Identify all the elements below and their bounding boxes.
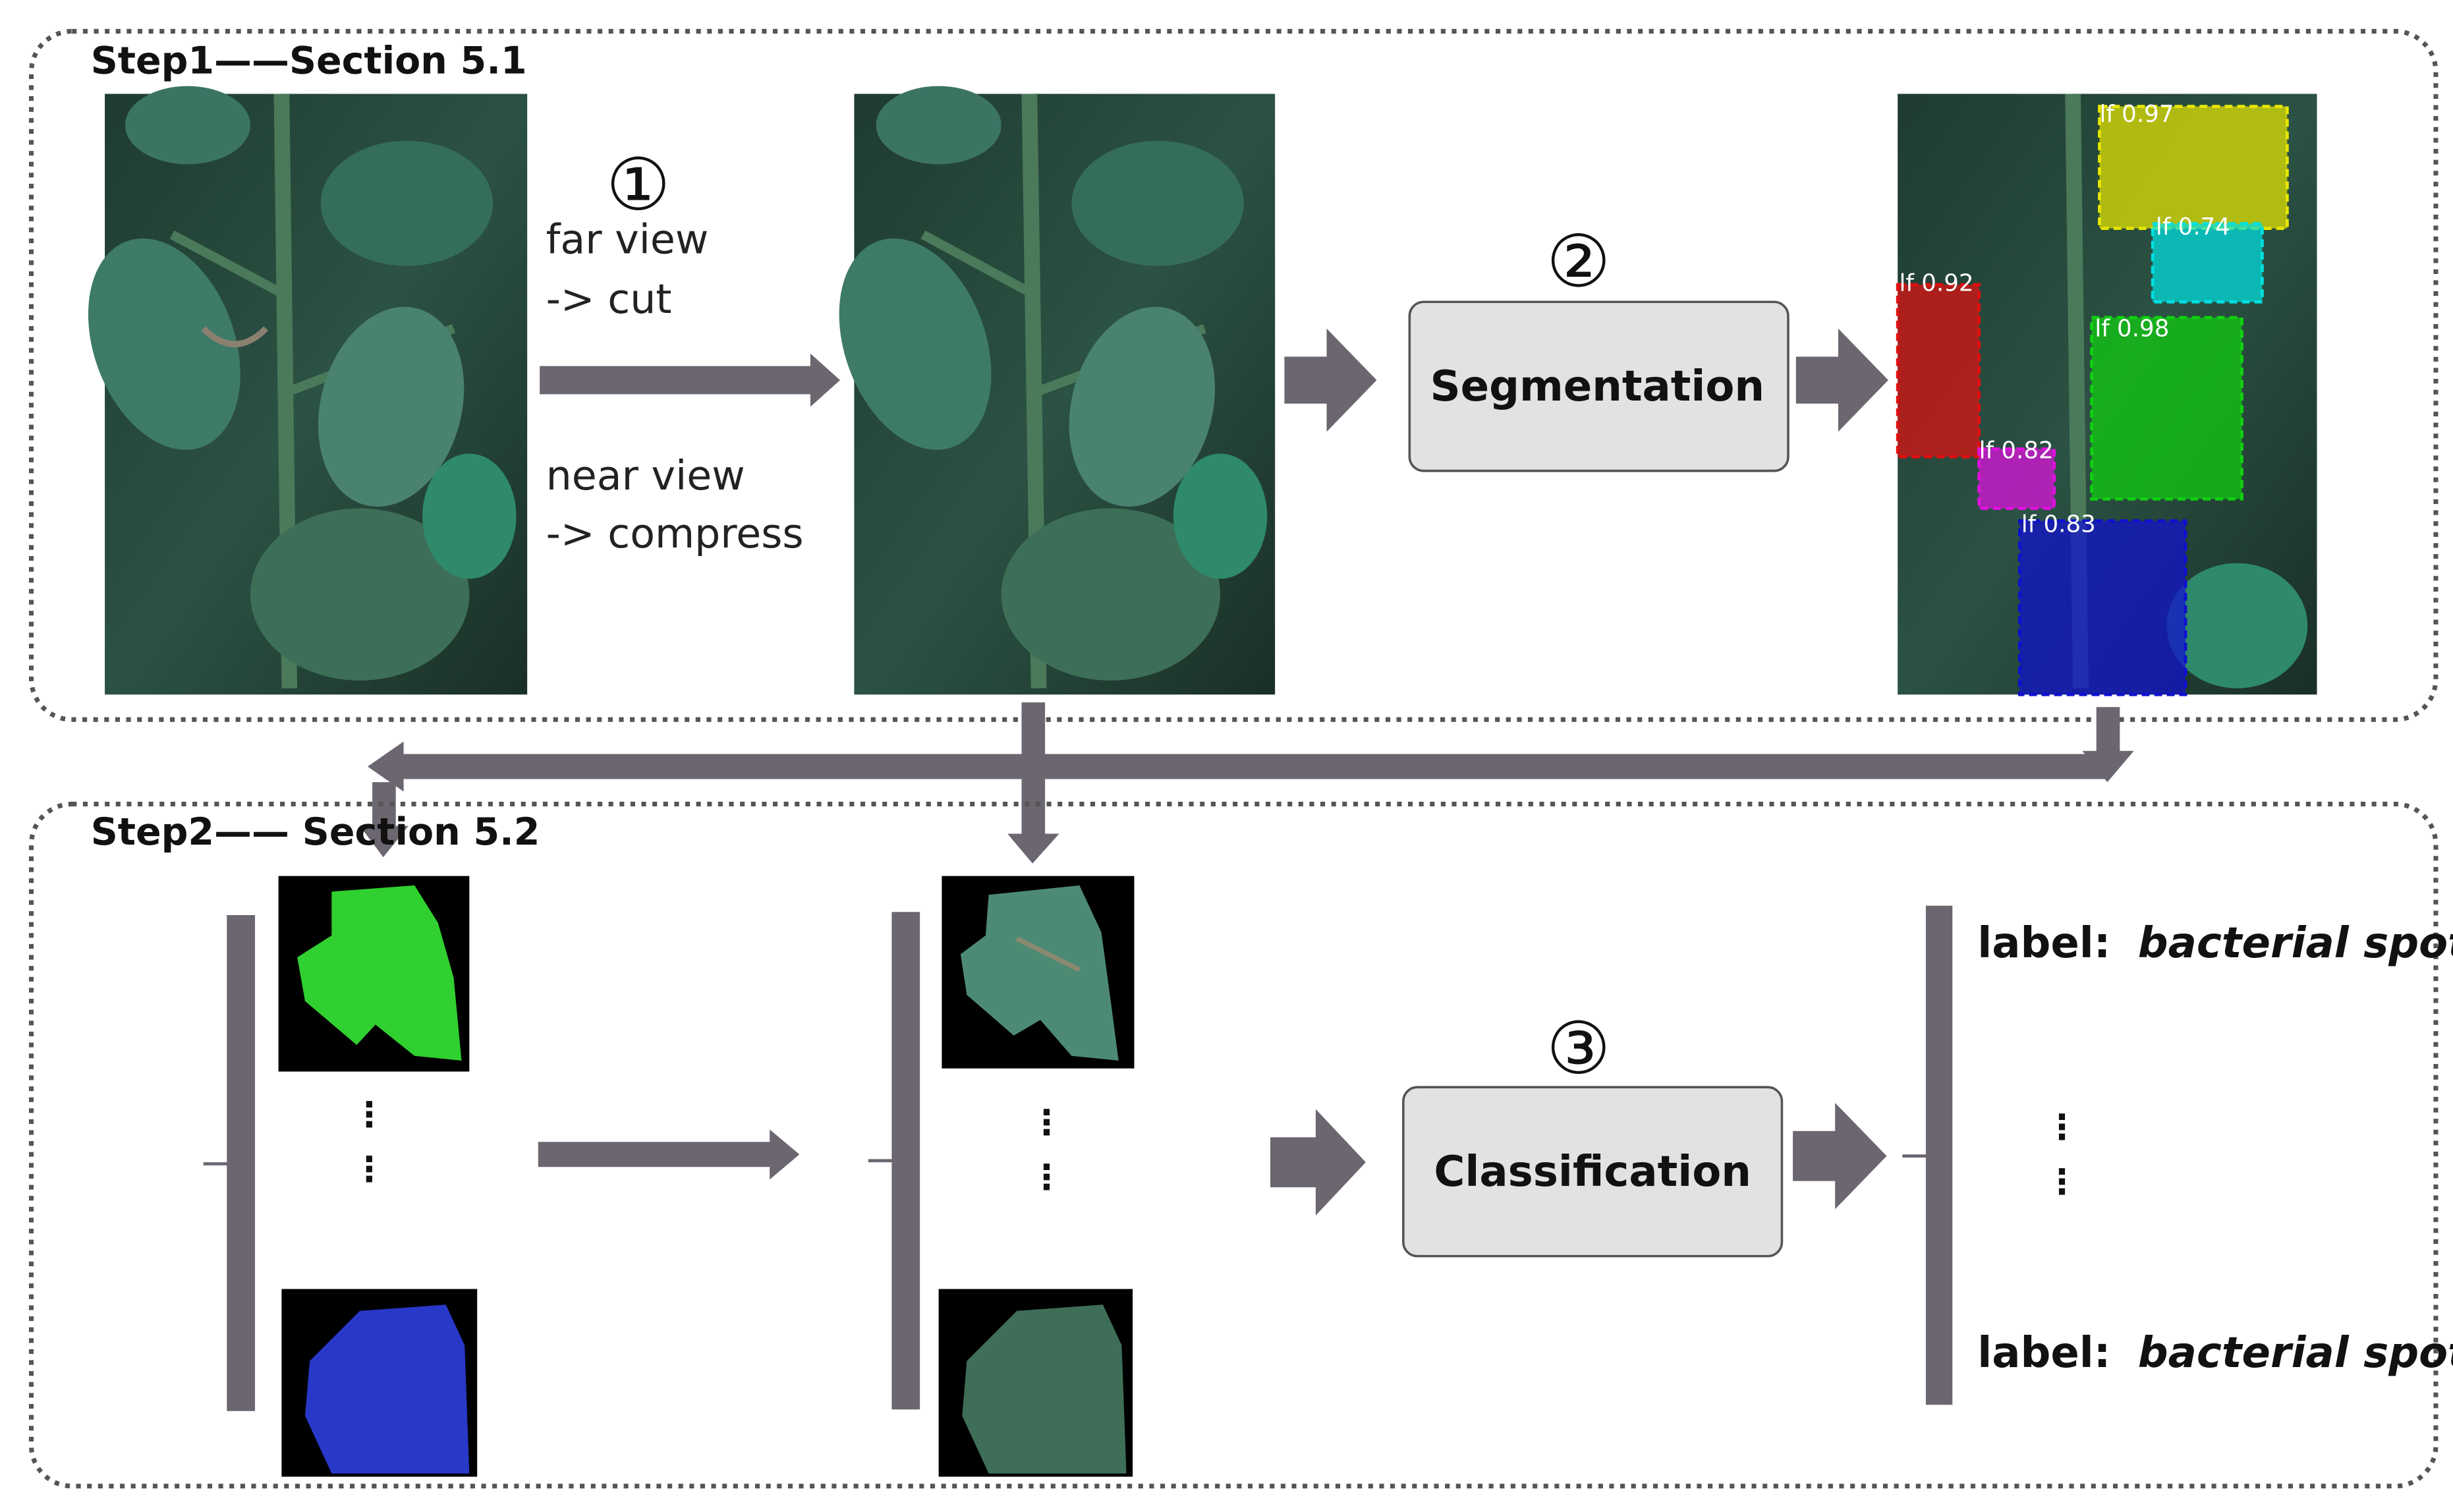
detection-mask-1	[2098, 105, 2289, 231]
step1-title: Step1——Section 5.1	[91, 40, 527, 83]
result-label-2: label: bacterial spot	[1977, 1329, 2453, 1378]
connector-horizontal	[367, 741, 2109, 792]
classification-label: Classification	[1434, 1148, 1751, 1196]
detection-mask-4	[2090, 316, 2243, 501]
mask-ellipsis: ⋮	[352, 1096, 386, 1135]
detection-score-2: lf 0.74	[2156, 213, 2230, 240]
bracket-masks	[203, 915, 256, 1411]
marker-3: ③	[1546, 1007, 1611, 1090]
detection-score-3: lf 0.92	[1900, 270, 1974, 297]
result-label-2-value: bacterial spot	[2138, 1329, 2453, 1378]
connector-vertical-2	[2096, 707, 2120, 754]
crop-ellipsis-2: ⋮	[1029, 1158, 1063, 1198]
segmentation-box	[1408, 300, 1790, 472]
compress-label: -> compress	[546, 510, 804, 557]
bracket-crops	[868, 912, 920, 1410]
result-label-1-value: bacterial spot	[2138, 919, 2453, 968]
connector-arrowhead-3	[360, 826, 409, 858]
arrow-from-segmentation	[1795, 328, 1888, 432]
arrow-from-classification	[1793, 1102, 1887, 1210]
label-ellipsis: ⋮	[2044, 1108, 2079, 1148]
detection-mask-6	[2017, 519, 2187, 696]
detection-masks: lf 0.97 lf 0.74 lf 0.92 lf 0.98 lf 0.82 lf 0.…	[1896, 101, 2289, 696]
result-label-1-key: label:	[1977, 919, 2110, 968]
segmentation-label: Segmentation	[1430, 362, 1764, 411]
arrow-preprocess	[540, 353, 841, 407]
detection-score-6: lf 0.83	[2021, 511, 2096, 538]
detection-mask-3	[1896, 283, 1981, 459]
arrow-masks-to-crops	[538, 1129, 800, 1180]
leaf-crop-2	[938, 1289, 1133, 1477]
label-ellipsis-2: ⋮	[2044, 1163, 2079, 1202]
connector-arrowhead-1	[1007, 833, 1059, 864]
near-view-label: near view	[546, 452, 745, 499]
green-mask-crop	[278, 876, 470, 1072]
step2-panel	[28, 801, 2439, 1489]
bracket-labels	[1902, 905, 1953, 1405]
step1-panel	[28, 28, 2439, 722]
blue-mask-crop	[281, 1289, 478, 1477]
classification-box	[1402, 1086, 1784, 1258]
arrow-to-segmentation	[1284, 328, 1377, 432]
result-label-1: label: bacterial spot	[1977, 919, 2453, 968]
original-leaf-photo	[88, 86, 528, 695]
detection-mask-5	[1977, 447, 2056, 511]
detection-mask-2	[2151, 222, 2264, 304]
preprocessed-leaf-photo	[839, 86, 1276, 695]
marker-2: ②	[1546, 220, 1611, 304]
marker-1: ①	[606, 143, 671, 227]
step2-title: Step2—— Section 5.2	[91, 810, 540, 854]
arrow-to-classification	[1270, 1109, 1366, 1216]
mask-ellipsis-2: ⋮	[352, 1150, 386, 1190]
result-label-2-key: label:	[1977, 1329, 2110, 1378]
leaf-crop-1	[942, 876, 1135, 1069]
far-view-label: far view	[546, 216, 709, 264]
cut-label: -> cut	[546, 275, 672, 323]
detection-score-1: lf 0.97	[2099, 101, 2174, 128]
detection-score-5: lf 0.82	[1979, 437, 2054, 464]
detection-score-4: lf 0.98	[2095, 315, 2169, 342]
crop-ellipsis: ⋮	[1029, 1103, 1063, 1142]
